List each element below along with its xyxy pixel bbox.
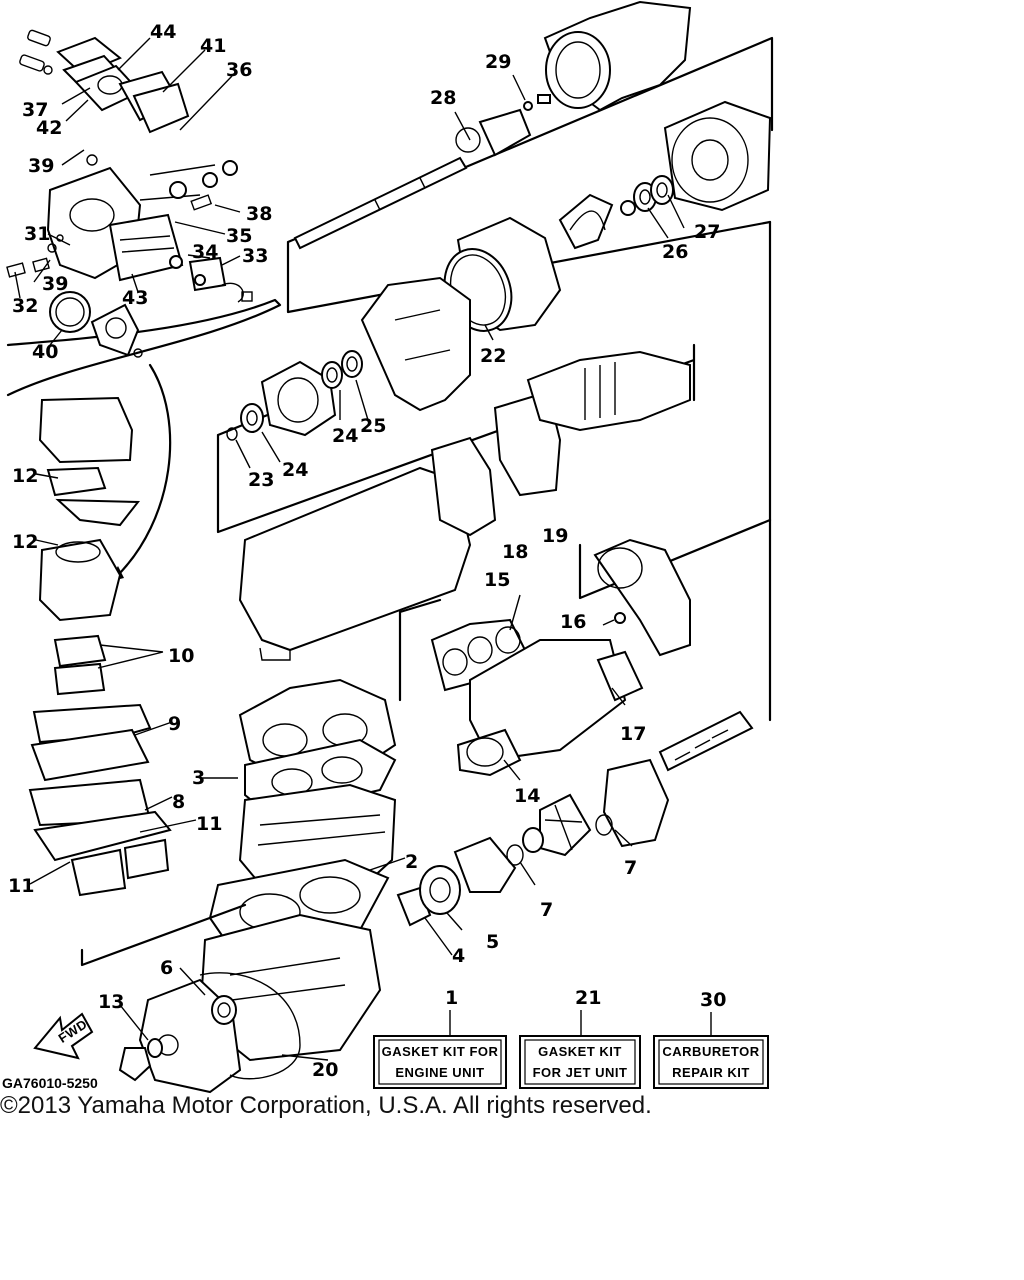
callout-25: 25 xyxy=(360,415,386,437)
callout-2: 2 xyxy=(405,851,418,873)
callout-13: 13 xyxy=(98,991,124,1013)
callout-32: 32 xyxy=(12,295,38,317)
exhaust-group xyxy=(398,518,772,781)
callout-40: 40 xyxy=(32,341,58,363)
callout-26: 26 xyxy=(662,241,688,263)
callout-9: 9 xyxy=(168,713,181,735)
carburetor-group xyxy=(6,29,282,397)
waterbox-group xyxy=(238,350,691,661)
callout-24a: 24 xyxy=(332,425,358,447)
callout-12b: 12 xyxy=(12,531,38,553)
callout-8: 8 xyxy=(172,791,185,813)
callout-39a: 39 xyxy=(28,155,54,177)
diagram-code: GA76010-5250 xyxy=(2,1075,98,1091)
callout-5: 5 xyxy=(486,931,499,953)
fwd-arrow-icon xyxy=(33,1012,94,1060)
coupler-group xyxy=(396,710,754,927)
callout-36: 36 xyxy=(226,59,252,81)
callout-24b: 24 xyxy=(282,459,308,481)
callout-35: 35 xyxy=(226,225,252,247)
copyright-notice: ©2013 Yamaha Motor Corporation, U.S.A. A… xyxy=(0,1092,652,1119)
kit-carb-line1: CARBURETOR xyxy=(662,1044,759,1059)
callout-31: 31 xyxy=(24,223,50,245)
callout-29: 29 xyxy=(485,51,511,73)
callout-23: 23 xyxy=(248,469,274,491)
kit-engine-line2: ENGINE UNIT xyxy=(395,1065,484,1080)
callout-1: 1 xyxy=(445,987,458,1009)
kit-jet-line2: FOR JET UNIT xyxy=(533,1065,628,1080)
callout-19: 19 xyxy=(542,525,568,547)
callout-30: 30 xyxy=(700,989,726,1011)
callout-6: 6 xyxy=(160,957,173,979)
callout-33: 33 xyxy=(242,245,268,267)
callout-21: 21 xyxy=(575,987,601,1009)
callout-37: 37 xyxy=(22,99,48,121)
callout-10: 10 xyxy=(168,645,194,667)
callout-34: 34 xyxy=(192,241,218,263)
callout-41: 41 xyxy=(200,35,226,57)
callout-numbers: 44 41 36 37 42 39 38 35 31 34 33 39 32 4… xyxy=(8,21,726,1081)
engine-group xyxy=(28,396,463,1094)
callout-43: 43 xyxy=(122,287,148,309)
kit-engine-line1: GASKET KIT FOR xyxy=(382,1044,499,1059)
callout-4: 4 xyxy=(452,945,465,967)
callout-15: 15 xyxy=(484,569,510,591)
callout-17: 17 xyxy=(620,723,646,745)
callout-42: 42 xyxy=(36,117,62,139)
kit-box-carb: CARBURETOR REPAIR KIT xyxy=(653,1012,769,1089)
callout-44: 44 xyxy=(150,21,176,43)
callout-11b: 11 xyxy=(8,875,34,897)
callout-7a: 7 xyxy=(624,857,637,879)
callout-39b: 39 xyxy=(42,273,68,295)
callout-38: 38 xyxy=(246,203,272,225)
callout-28: 28 xyxy=(430,87,456,109)
callout-14: 14 xyxy=(514,785,540,807)
callout-22: 22 xyxy=(480,345,506,367)
jet-unit-group xyxy=(216,0,774,722)
kit-jet-line1: GASKET KIT xyxy=(538,1044,622,1059)
callout-3: 3 xyxy=(192,767,205,789)
callout-16: 16 xyxy=(560,611,586,633)
kit-box-jet: GASKET KIT FOR JET UNIT xyxy=(519,1010,641,1089)
callout-11a: 11 xyxy=(196,813,222,835)
callout-12a: 12 xyxy=(12,465,38,487)
callout-18: 18 xyxy=(502,541,528,563)
kit-box-engine: GASKET KIT FOR ENGINE UNIT xyxy=(373,1010,507,1089)
callout-7b: 7 xyxy=(540,899,553,921)
callout-27: 27 xyxy=(694,221,720,243)
callout-20: 20 xyxy=(312,1059,338,1081)
kit-carb-line2: REPAIR KIT xyxy=(672,1065,750,1080)
